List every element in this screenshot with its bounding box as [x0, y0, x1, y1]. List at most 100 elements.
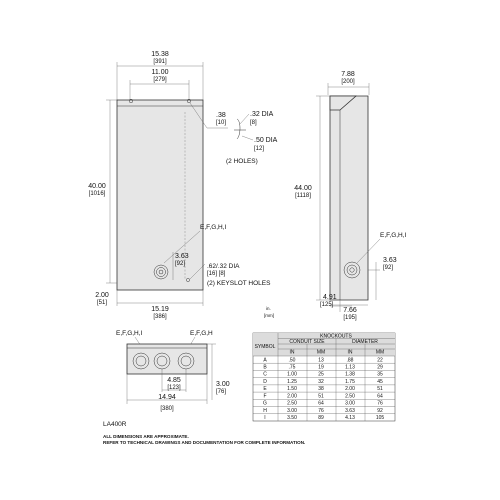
- front-knockout-leader: [163, 230, 201, 264]
- table-cell-conduit-mm: 13: [318, 357, 324, 363]
- table-cell-diameter-mm: 35: [377, 372, 383, 378]
- side-knockout-center: [349, 267, 355, 273]
- table-cell-diameter-mm: 76: [377, 401, 383, 407]
- table-col-conduit: CONDUIT SIZE: [289, 339, 325, 345]
- bottom-width: 14.94: [158, 394, 176, 401]
- table-cell-conduit-mm: 76: [318, 408, 324, 414]
- table-cell-symbol: E: [263, 386, 267, 392]
- bottom-knockout-3-inner: [180, 355, 192, 367]
- table-cell-conduit-in: 3.00: [287, 408, 297, 414]
- side-bottom-offset-dim-line: [330, 300, 352, 312]
- table-cell-diameter-mm: 22: [377, 357, 383, 363]
- table-cell-diameter-mm: 29: [377, 365, 383, 371]
- table-cell-diameter-in: 2.00: [345, 386, 355, 392]
- table-cell-conduit-in: 2.00: [287, 393, 297, 399]
- table-cell-conduit-mm: 64: [318, 401, 324, 407]
- table-col-diameter: DIAMETER: [352, 339, 378, 345]
- front-height-mm: [1016]: [89, 191, 106, 197]
- bottom-depth: 3.00: [216, 381, 230, 388]
- table-cell-diameter-in: 1.13: [345, 365, 355, 371]
- front-enclosure-body: [116, 99, 204, 291]
- keyslot-detail-shape: [234, 118, 246, 140]
- table-cell-conduit-in: .50: [289, 357, 296, 363]
- mounting-hole-right: [186, 98, 192, 104]
- side-ko-height-mm: [92]: [383, 265, 393, 271]
- table-cell-conduit-in: 1.50: [287, 386, 297, 392]
- table-cell-diameter-in: 1.75: [345, 379, 355, 385]
- front-knockout-center: [158, 269, 164, 275]
- side-height-mm: [1118]: [295, 193, 311, 199]
- side-knockout-label: E,F,G,H,I: [380, 232, 407, 239]
- bottom-depth-dim-line: [207, 343, 216, 400]
- side-ko-depth: 7.66: [343, 307, 357, 314]
- side-height-dim-line: [316, 95, 330, 301]
- table-header-bg: [253, 333, 395, 356]
- side-knockout-leader: [356, 238, 381, 264]
- bottom-knockout-2-inner: [156, 355, 168, 367]
- hole-offset-mm: [10]: [216, 120, 226, 126]
- front-width-bottom: 15.19: [151, 306, 169, 313]
- front-width-top-mm: [391]: [153, 59, 167, 65]
- table-cell-conduit-mm: 19: [318, 365, 324, 371]
- table-sub-diameter-in: IN: [348, 350, 353, 356]
- front-knockout-label: E,F,G,H,I: [200, 224, 227, 231]
- table-sub-diameter-mm: MM: [376, 350, 384, 356]
- bottom-width-mm: [380]: [160, 406, 174, 412]
- front-height: 40.00: [88, 183, 106, 190]
- front-width-top-dim-line: [116, 62, 204, 100]
- bottom-spacing-mm: [123]: [167, 385, 181, 391]
- table-row: B .75 19 1.13 29: [253, 365, 395, 371]
- table-cell-conduit-in: 2.50: [287, 401, 297, 407]
- side-ko-height: 3.63: [383, 257, 397, 264]
- bottom-depth-mm: [76]: [216, 389, 226, 395]
- front-width-bottom-dim-line: [116, 290, 204, 306]
- keyslot-dim-mm: [16] [8]: [207, 271, 226, 277]
- table-cell-diameter-in: 4.13: [345, 415, 355, 421]
- bottom-spacing: 4.85: [167, 377, 181, 384]
- table-sub-conduit-mm: MM: [317, 350, 325, 356]
- table-cell-symbol: B: [263, 365, 267, 371]
- table-cell-diameter-mm: 92: [377, 408, 383, 414]
- front-ko-height: 3.63: [175, 253, 189, 260]
- front-knockout-inner: [156, 267, 166, 277]
- footnote-line-1: ALL DIMENSIONS ARE APPROXIMATE.: [103, 434, 189, 439]
- table-cell-conduit-mm: 32: [318, 379, 324, 385]
- table-col-symbol: SYMBOL: [255, 344, 276, 350]
- hole-large-mm: [12]: [254, 146, 264, 152]
- keyslot-leader: [189, 263, 206, 280]
- table-cell-diameter-in: 1.38: [345, 372, 355, 378]
- table-cell-conduit-in: .75: [289, 365, 296, 371]
- table-cell-diameter-mm: 45: [377, 379, 383, 385]
- side-ko-height-dim-line: [368, 262, 380, 300]
- table-cell-symbol: G: [263, 401, 267, 407]
- bottom-spacing-dim-line: [161, 369, 187, 392]
- side-knockout-inner: [346, 264, 358, 276]
- hole-small: .32 DIA: [250, 111, 274, 118]
- keyslot-hole: [186, 278, 190, 282]
- table-title: KNOCKOUTS: [320, 334, 352, 340]
- hole-large: .50 DIA: [254, 137, 278, 144]
- table-cell-conduit-in: 3.50: [287, 415, 297, 421]
- table-cell-diameter-mm: 105: [376, 415, 385, 421]
- bottom-enclosure-body: [126, 343, 208, 375]
- table-cell-conduit-in: 1.25: [287, 379, 297, 385]
- table-cell-conduit-mm: 51: [318, 393, 324, 399]
- side-enclosure-body: [329, 95, 369, 301]
- table-cell-conduit-mm: 89: [318, 415, 324, 421]
- bottom-label-left: E,F,G,H,I: [116, 330, 143, 337]
- front-bottom-offset-mm: [51]: [97, 300, 107, 306]
- side-view: 7.88 [200] 44.00 [1118] E,F,G,H,I 3.63 […: [294, 71, 406, 321]
- front-height-dim-line: [106, 99, 117, 284]
- hole-detail-leader: [189, 102, 228, 129]
- table-cell-symbol: C: [263, 372, 267, 378]
- front-ko-height-mm: [92]: [175, 261, 185, 267]
- model-number: LA400R: [103, 421, 127, 428]
- side-bottom-offset: 4.91: [323, 294, 337, 301]
